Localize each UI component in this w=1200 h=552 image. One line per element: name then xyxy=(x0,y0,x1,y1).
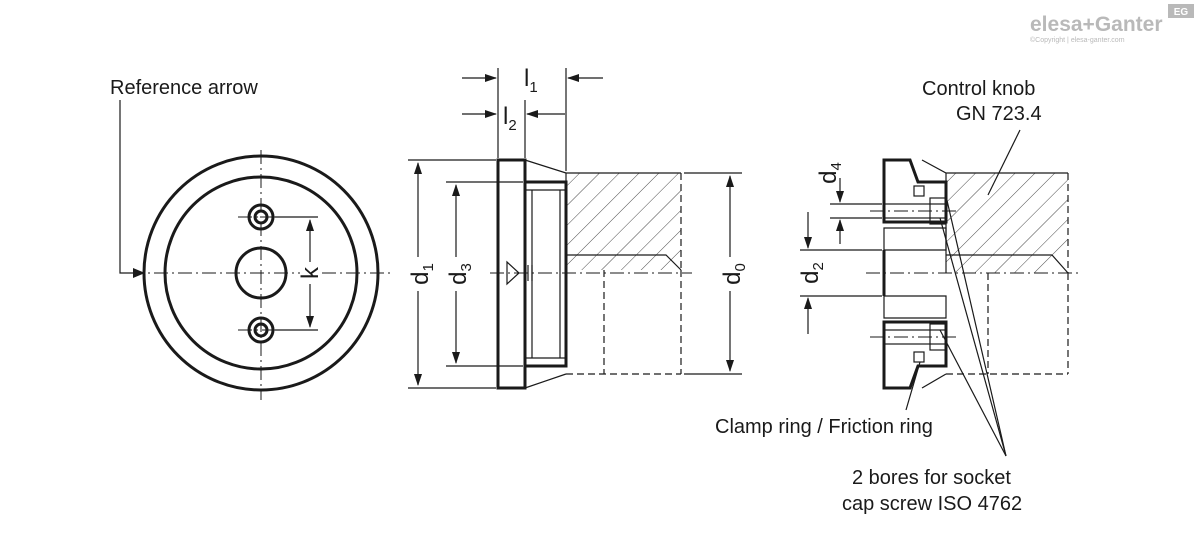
d3-label-bg xyxy=(444,257,468,291)
bores-leader-2 xyxy=(939,329,1007,457)
d2-label: d2 xyxy=(797,262,827,284)
d3-arrow-bottom xyxy=(452,352,460,364)
d4-label: d4 xyxy=(815,162,845,184)
section-ring-upper xyxy=(882,158,948,224)
brand-name: elesa+Ganter xyxy=(1030,13,1163,36)
brand-logo: elesa+Ganter EG ©Copyright | elesa-gante… xyxy=(1030,4,1194,44)
d4-arrow-bottom xyxy=(836,219,844,231)
d1-label: d1 xyxy=(407,263,437,285)
k-arrow-top xyxy=(306,219,314,231)
d4-arrow-top xyxy=(836,191,844,203)
control-knob-leader xyxy=(987,129,1021,196)
l2-arrow-left xyxy=(485,110,497,118)
l1-arrow-left xyxy=(485,74,497,82)
knob-hatch-area xyxy=(566,173,681,270)
l2-arrow-right xyxy=(526,110,538,118)
d0-label: d0 xyxy=(719,263,749,285)
brand-copyright: ©Copyright | elesa-ganter.com xyxy=(1030,36,1125,44)
k-arrow-bottom xyxy=(306,316,314,328)
clamp-ring-leader xyxy=(905,361,921,411)
section-hub-lower xyxy=(883,295,947,319)
bores-leader-3 xyxy=(945,195,1007,457)
brand-badge: EG xyxy=(1174,7,1189,18)
d2-label-bg xyxy=(796,256,820,290)
reference-triangle-mark xyxy=(506,260,520,286)
section-knob-hatch xyxy=(946,173,1068,273)
d1-arrow-top xyxy=(414,162,422,174)
section-hub-upper xyxy=(883,227,947,251)
friction-insert-upper xyxy=(913,185,925,197)
section-knob-step xyxy=(946,254,1069,274)
d3-arrow-top xyxy=(452,184,460,196)
control-knob-label-line2: GN 723.4 xyxy=(956,103,1042,125)
section-knob-top xyxy=(921,159,1068,174)
front-view: Reference arrow k xyxy=(110,77,392,400)
clamp-ring-flange xyxy=(496,158,527,390)
clamp-ring-hub xyxy=(523,180,568,368)
d2-arrow-top xyxy=(804,237,812,249)
bores-label-line1: 2 bores for socket xyxy=(852,467,1011,489)
section-bottom-taper xyxy=(921,373,947,389)
knob-bottom-taper xyxy=(524,373,567,389)
d0-arrow-top xyxy=(726,175,734,187)
l1-arrow-right xyxy=(567,74,579,82)
d3-label: d3 xyxy=(445,263,475,285)
knob-top-outline xyxy=(524,159,681,174)
d0-label-bg xyxy=(718,257,742,291)
d0-arrow-bottom xyxy=(726,360,734,372)
reference-arrow-leader xyxy=(119,100,136,274)
friction-insert-lower xyxy=(913,351,925,363)
section-ring-lower xyxy=(882,320,948,390)
control-knob-label-line1: Control knob xyxy=(922,78,1035,100)
bores-label-line2: cap screw ISO 4762 xyxy=(842,493,1022,515)
section-view: d4 d2 Control knob GN 723.4 Clamp ring /… xyxy=(715,78,1082,515)
k-label-bg xyxy=(300,262,320,284)
l1-label: l1 xyxy=(524,65,538,96)
side-view: d1 d3 d0 l1 l2 xyxy=(406,65,749,390)
l2-label: l2 xyxy=(503,103,517,134)
clamp-ring-label: Clamp ring / Friction ring xyxy=(715,416,933,438)
d1-arrow-bottom xyxy=(414,374,422,386)
reference-arrowhead xyxy=(133,268,145,278)
bores-leader-1 xyxy=(939,217,1007,457)
d1-label-bg xyxy=(406,257,430,291)
knob-bore-step xyxy=(566,254,682,271)
k-label: k xyxy=(297,266,324,279)
reference-arrow-label: Reference arrow xyxy=(110,77,258,99)
d2-arrow-bottom xyxy=(804,297,812,309)
brand-badge-box xyxy=(1168,4,1194,18)
